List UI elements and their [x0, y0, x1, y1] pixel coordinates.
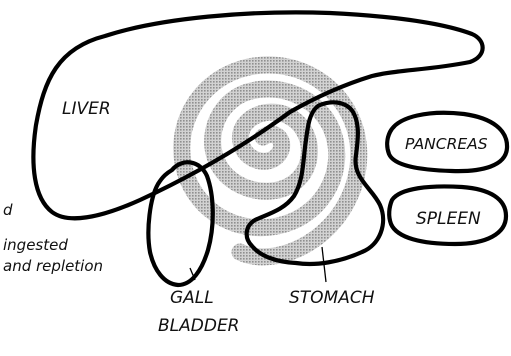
liver-label: LIVER — [62, 99, 111, 119]
gall-bladder-label-line1: GALL — [170, 288, 214, 308]
spleen-label: SPLEEN — [416, 209, 481, 229]
gall-bladder-label-line2: BLADDER — [158, 316, 240, 336]
side-text-line3: and repletion — [3, 257, 103, 275]
side-text-line2: ingested — [3, 236, 68, 254]
stomach-label: STOMACH — [289, 288, 375, 308]
pancreas-label: PANCREAS — [405, 135, 488, 153]
spiral-target-icon — [182, 65, 359, 257]
side-text-line1: d — [3, 201, 13, 219]
spiral-arm — [182, 65, 359, 257]
